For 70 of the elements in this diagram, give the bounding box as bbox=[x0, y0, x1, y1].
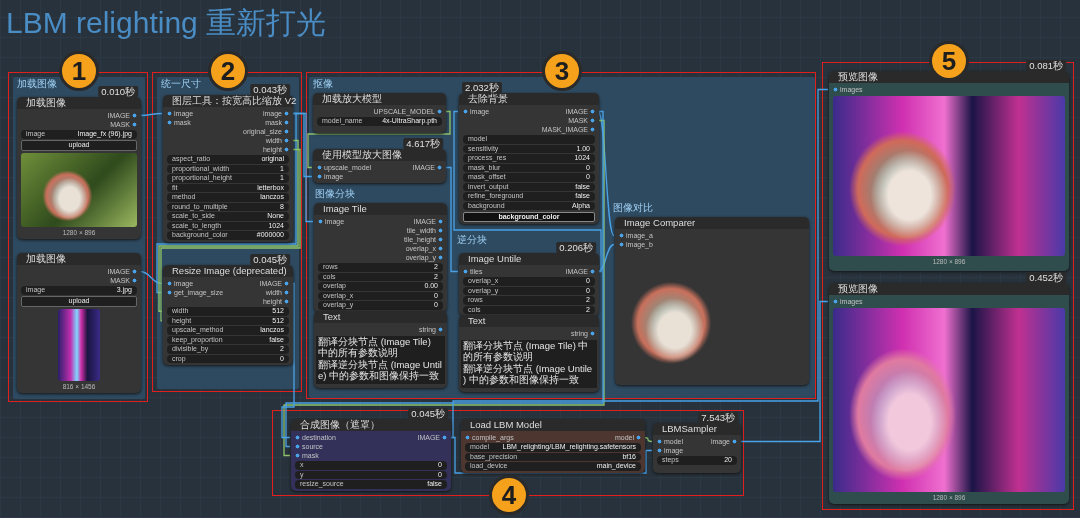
connection-wire bbox=[597, 110, 615, 237]
connection-wire bbox=[453, 110, 602, 273]
text-line: 翻译逆分块节点 (Image Untile) 中的参数和图像保持一致 bbox=[463, 364, 594, 385]
workflow-node bbox=[17, 97, 141, 239]
node-title: 去除背景 bbox=[459, 93, 599, 105]
group-title: 抠像 bbox=[313, 78, 333, 90]
workflow-node bbox=[459, 253, 599, 316]
timing-label: 0.206秒 bbox=[556, 242, 596, 253]
workflow-node bbox=[163, 265, 293, 365]
node-title: 预览图像 bbox=[829, 71, 1069, 83]
node-title: 加载图像 bbox=[17, 253, 141, 265]
number-badge: 1 bbox=[59, 51, 99, 91]
workflow-node bbox=[17, 253, 141, 393]
node-title: Image Untile bbox=[459, 253, 599, 265]
connection-wire bbox=[156, 112, 297, 294]
connection-wire bbox=[444, 166, 459, 273]
timing-label: 0.081秒 bbox=[1026, 60, 1066, 71]
text-line: 翻译分块节点 (Image Tile) 中的所有参数说明 bbox=[463, 341, 590, 362]
timing-label: 4.617秒 bbox=[403, 138, 443, 149]
group-title: 图像分块 bbox=[315, 188, 355, 200]
number-badge: 4 bbox=[489, 475, 529, 515]
connection-wire bbox=[739, 300, 829, 443]
number-badge: 2 bbox=[208, 51, 248, 91]
node-title: 预览图像 bbox=[829, 283, 1069, 295]
timing-label: 0.045秒 bbox=[408, 408, 448, 419]
text-line: 翻译分块节点 (Image Tile) 中的所有参数说明 bbox=[318, 337, 432, 358]
connection-wire bbox=[449, 88, 829, 439]
workflow-node bbox=[829, 283, 1069, 504]
workflow-node bbox=[461, 419, 645, 473]
node-title: Text bbox=[459, 315, 599, 327]
connection-wire bbox=[281, 282, 295, 439]
workflow-node bbox=[829, 71, 1069, 271]
number-badge: 3 bbox=[542, 51, 582, 91]
timing-label: 0.045秒 bbox=[250, 254, 290, 265]
workflow-node bbox=[459, 93, 599, 224]
node-title: Image Tile bbox=[314, 203, 447, 215]
timing-label: 2.032秒 bbox=[462, 82, 502, 93]
workflow-node bbox=[291, 419, 451, 491]
node-title: Resize Image (deprecated) bbox=[163, 265, 293, 277]
timing-label: 7.543秒 bbox=[698, 412, 738, 423]
node-title: Load LBM Model bbox=[461, 419, 645, 431]
node-title: Text bbox=[314, 311, 447, 323]
node-title: 使用模型放大图像 bbox=[313, 149, 446, 161]
connection-wire bbox=[307, 110, 451, 169]
timing-label: 0.043秒 bbox=[250, 84, 290, 95]
workflow-node bbox=[653, 423, 741, 473]
timing-label: 0.452秒 bbox=[1026, 272, 1066, 283]
workflow-node bbox=[459, 315, 599, 392]
connection-wire bbox=[291, 112, 314, 223]
group-title: 图像对比 bbox=[613, 202, 653, 214]
diagram-title: LBM relighting 重新打光 bbox=[6, 6, 327, 40]
group-title: 加载图像 bbox=[17, 78, 57, 90]
number-badge: 5 bbox=[929, 41, 969, 81]
group-title: 逆分块 bbox=[457, 234, 487, 246]
text-line: 翻译逆分块节点 (Image Untile) 中的参数和图像保持一致 bbox=[318, 360, 443, 381]
workflow-node bbox=[314, 311, 447, 388]
node-title: LBMSampler bbox=[653, 423, 741, 435]
node-title: Image Comparer bbox=[615, 217, 809, 229]
workflow-node bbox=[313, 149, 446, 183]
timing-label: 0.010秒 bbox=[98, 86, 138, 97]
workflow-node bbox=[615, 217, 809, 385]
connection-wire bbox=[139, 112, 163, 117]
workflow-node bbox=[314, 203, 447, 312]
group-title: 统一尺寸 bbox=[161, 78, 201, 90]
connection-wire bbox=[597, 243, 615, 273]
workflow-node bbox=[313, 93, 446, 133]
connection-wire bbox=[643, 436, 653, 443]
node-title: 加载放大模型 bbox=[313, 93, 446, 105]
node-title: 加载图像 bbox=[17, 97, 141, 109]
node-title: 合成图像（遮罩） bbox=[291, 419, 451, 431]
